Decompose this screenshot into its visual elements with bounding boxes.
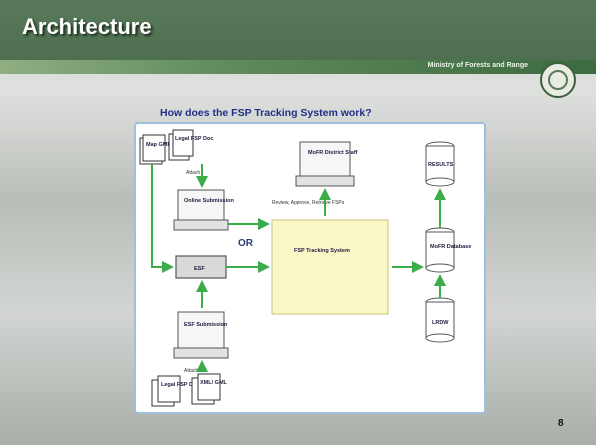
online-submission-label: Online Submission xyxy=(184,198,234,204)
results-label: RESULTS xyxy=(428,162,454,168)
esf-submission-label: ESF Submission xyxy=(184,322,228,328)
xml-gml-label: XML/ GML xyxy=(200,380,228,386)
header-band xyxy=(0,0,596,60)
legal-fsp-bottom-label: Legal FSP Doc xyxy=(161,382,199,388)
or-label: OR xyxy=(238,238,254,249)
ministry-seal-logo xyxy=(540,62,576,98)
legal-fsp-doc-top-icon: Legal FSP Doc xyxy=(168,129,213,161)
seal-inner-ring xyxy=(548,70,568,90)
mofr-database-icon: MoFR Database xyxy=(425,227,471,273)
esf-block: ESF xyxy=(175,255,227,279)
ministry-bar xyxy=(0,60,596,74)
diagram-container: Map GML Legal FSP Doc Attach Online Subm… xyxy=(134,122,486,414)
xml-gml-doc-icon: XML/ GML xyxy=(191,373,228,405)
fsp-tracking-label: FSP Tracking System xyxy=(294,248,350,254)
page-number: 8 xyxy=(558,418,564,429)
attach-bottom-label: Attach xyxy=(184,368,198,374)
architecture-diagram: Map GML Legal FSP Doc Attach Online Subm… xyxy=(139,129,471,407)
slide-title: Architecture xyxy=(22,14,152,39)
mofr-db-label: MoFR Database xyxy=(430,244,471,250)
lrdw-database-icon: LRDW xyxy=(425,297,455,343)
connectors xyxy=(151,164,446,372)
fsp-tracking-system-box: FSP Tracking System xyxy=(271,219,389,315)
review-label: Review, Approve, Retrieve FSPs xyxy=(272,200,345,206)
mofr-staff-label: MoFR District Staff xyxy=(308,150,358,156)
attach-top-label: Attach xyxy=(186,170,200,176)
esf-submission-computer-icon: ESF Submission xyxy=(173,311,229,359)
slide-subtitle: How does the FSP Tracking System work? xyxy=(160,107,372,119)
map-gml-doc-icon: Map GML xyxy=(139,134,171,165)
ministry-name: Ministry of Forests and Range xyxy=(427,62,528,69)
lrdw-label: LRDW xyxy=(432,320,449,326)
results-database-icon: RESULTS xyxy=(425,141,455,187)
esf-label: ESF xyxy=(194,266,205,272)
online-submission-computer-icon: Online Submission xyxy=(173,189,234,231)
map-gml-label: Map GML xyxy=(146,142,171,148)
legal-fsp-top-label: Legal FSP Doc xyxy=(175,136,213,142)
arrow-map-esf xyxy=(151,164,174,273)
legal-fsp-doc-bottom-icon: Legal FSP Doc xyxy=(151,375,199,407)
mofr-staff-computer-icon: MoFR District Staff xyxy=(295,141,358,187)
